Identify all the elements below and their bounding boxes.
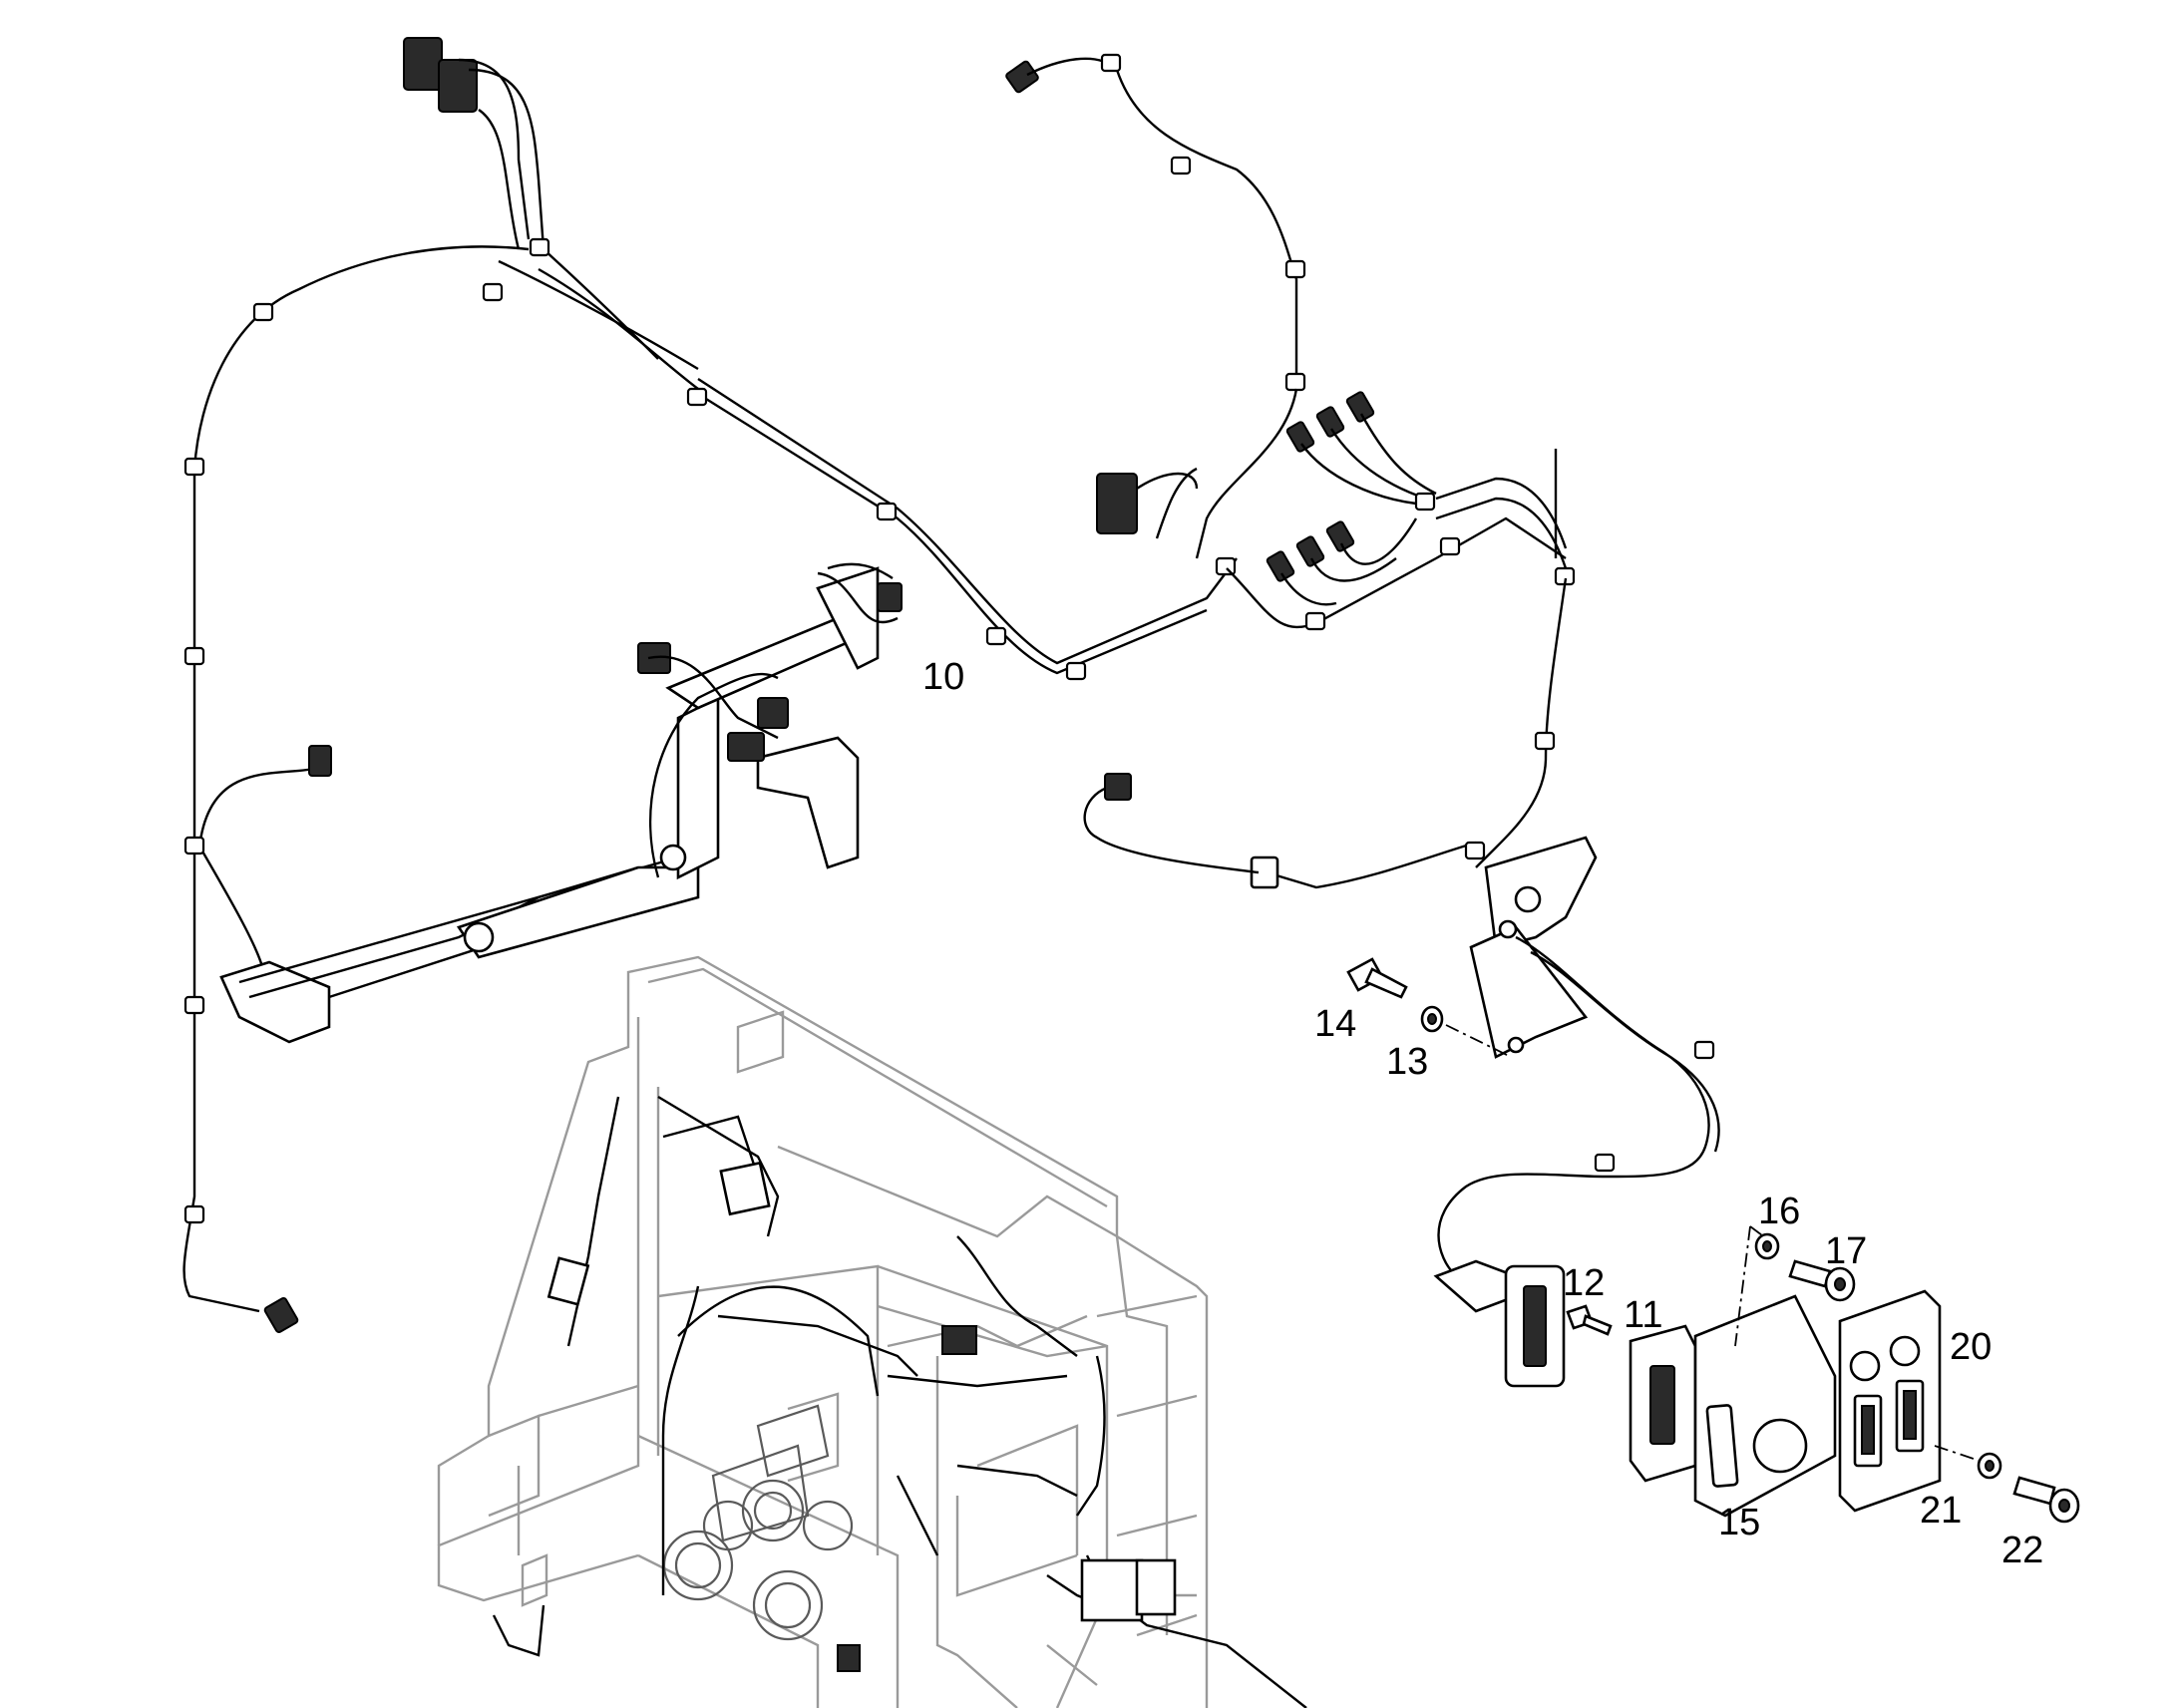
- connector-upper-left-1: [403, 37, 443, 91]
- connector-upper-left-2: [438, 59, 478, 113]
- connector-left-mid: [308, 745, 332, 777]
- callout-16: 16: [1758, 1191, 1801, 1232]
- connector-mid-right: [1104, 773, 1132, 801]
- connector-large-upper: [1096, 473, 1138, 534]
- harness-10: [182, 37, 1720, 1388]
- connector-bracket-2: [757, 697, 789, 729]
- connector-top-right: [1005, 60, 1039, 94]
- bolt-22: [2012, 1476, 2056, 1506]
- small-parts: [1346, 957, 2080, 1524]
- callout-14: 14: [1314, 1003, 1357, 1045]
- connector-bracket-3: [727, 732, 765, 762]
- callout-20: 20: [1950, 1326, 1993, 1368]
- callout-11: 11: [1624, 1294, 1663, 1336]
- callout-13: 13: [1386, 1041, 1429, 1083]
- callout-10: 10: [922, 656, 965, 698]
- callout-17: 17: [1825, 1230, 1868, 1272]
- bolt-17: [1788, 1259, 1832, 1288]
- callout-12: 12: [1563, 1262, 1606, 1304]
- machine-frame: [437, 955, 1307, 1708]
- callout-22: 22: [2001, 1530, 2044, 1571]
- connector-left-bottom: [263, 1296, 299, 1334]
- connector-bracket-4: [877, 582, 903, 612]
- callout-15: 15: [1718, 1502, 1761, 1543]
- callout-21: 21: [1920, 1490, 1963, 1532]
